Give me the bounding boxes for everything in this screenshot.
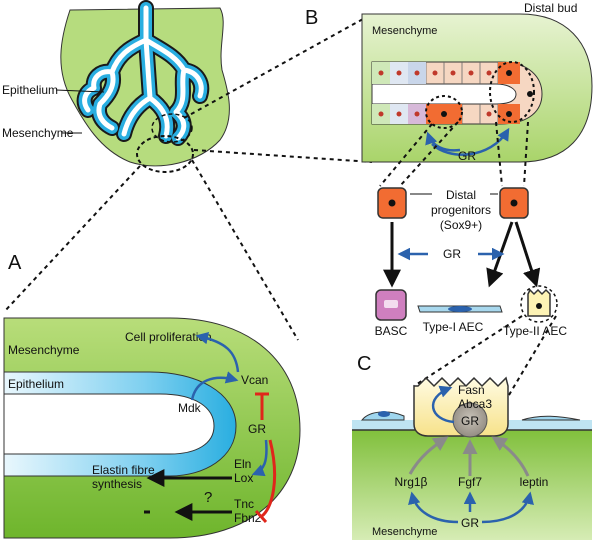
zoom-connectors [3, 13, 373, 341]
progenitors-label-line2: progenitors [431, 203, 491, 217]
leptin-label: leptin [520, 475, 549, 489]
epithelium-leader-line [55, 89, 105, 93]
distal-bud-label: Distal bud [524, 1, 577, 15]
panel-b-letter: B [305, 7, 318, 29]
vcan-to-proliferation-arrow [195, 331, 240, 373]
tnc-label: Tnc [234, 497, 254, 511]
gr-top-arrow-right [431, 127, 510, 156]
nrg1b-label: Nrg1β [395, 475, 428, 489]
gr-top-arrow-left [425, 131, 461, 152]
gr-top-label: GR [458, 149, 476, 163]
basc-cell [375, 289, 407, 321]
panel-b-bud [361, 13, 593, 163]
overview-lung [55, 0, 230, 173]
gr-label-a: GR [248, 422, 266, 436]
type2-aec-label: Type-II AEC [503, 324, 567, 338]
type2-aec-cell [520, 285, 558, 323]
gr-nucleus-label: GR [461, 414, 479, 428]
cell-proliferation-label: Cell proliferation [125, 330, 212, 344]
progenitors-label-line3: (Sox9+) [440, 218, 482, 232]
fasn-label: Fasn [458, 383, 485, 397]
panel-b-mesenchyme-label: Mesenchyme [372, 25, 437, 37]
abca3-label: Abca3 [458, 397, 492, 411]
gr-inhibits-tnc [260, 439, 277, 518]
type1-aec-cell [417, 305, 503, 313]
vcan-label: Vcan [241, 373, 268, 387]
panel-a-mesenchyme-label: Mesenchyme [8, 343, 80, 357]
lox-label: Lox [234, 471, 253, 485]
gr-mesenchyme-arrows [408, 491, 534, 524]
progenitor-cell-left [377, 187, 407, 219]
eln-label: Eln [234, 457, 251, 471]
progenitor-cell-right [499, 187, 529, 219]
panel-a-epithelium-label: Epithelium [8, 377, 64, 391]
panel-a-letter: A [8, 252, 22, 274]
gr-to-fasn-arrow [431, 385, 455, 424]
question-mark: ? [204, 489, 212, 506]
overview-epithelium-label: Epithelium [2, 83, 58, 97]
ligand-arrows [408, 436, 530, 477]
panel-c-mesenchyme-label: Mesenchyme [372, 526, 437, 538]
gr-bottom-label: GR [461, 516, 479, 530]
progenitors-label-line1: Distal [446, 188, 476, 202]
gr-to-eln-arrow [251, 439, 268, 477]
fbn2-label: Fbn2 [234, 511, 262, 525]
gr-mid-label: GR [443, 247, 461, 261]
elastin-label-line2: synthesis [92, 477, 142, 491]
type2-aec-enlarged [413, 376, 509, 438]
basc-label: BASC [375, 324, 408, 338]
panel-a-arrows [144, 331, 277, 524]
mdk-label: Mdk [178, 401, 202, 415]
zoom-circle-a [136, 135, 194, 173]
panel-b-lineage-arrows [383, 221, 541, 288]
panel-c-letter: C [357, 353, 371, 375]
zoom-circle-b [151, 113, 193, 143]
elastin-label-line1: Elastin fibre [92, 463, 155, 477]
mdk-to-vcan-arrow [190, 371, 239, 401]
overview-mesenchyme-label: Mesenchyme [2, 126, 74, 140]
type1-aec-label: Type-I AEC [423, 320, 484, 334]
fgf7-label: Fgf7 [458, 475, 482, 489]
panel-a-bud [3, 317, 301, 539]
